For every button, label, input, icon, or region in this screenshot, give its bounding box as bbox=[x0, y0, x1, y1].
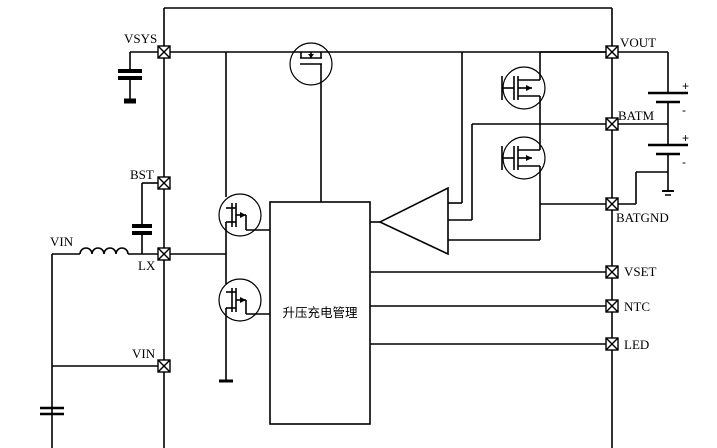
label-vin-left: VIN bbox=[50, 234, 74, 249]
pin-led bbox=[605, 337, 619, 351]
vsys-rail bbox=[164, 51, 612, 203]
battery-bottom-minus: - bbox=[682, 155, 686, 169]
pin-vout bbox=[605, 45, 619, 59]
label-batm: BATM bbox=[618, 108, 655, 123]
boost-low-mosfet bbox=[218, 278, 270, 383]
block-label: 升压充电管理 bbox=[282, 305, 358, 320]
top-mosfet bbox=[289, 42, 333, 202]
boost-high-mosfet bbox=[218, 193, 270, 284]
battery-top-plus: + bbox=[682, 79, 689, 93]
pin-ntc bbox=[605, 299, 619, 313]
battery-stack: + - + - bbox=[618, 51, 689, 205]
block-signal-lines bbox=[370, 271, 606, 345]
pin-bst bbox=[157, 176, 171, 190]
label-vset: VSET bbox=[624, 264, 657, 279]
battery-bottom-plus: + bbox=[682, 131, 689, 145]
charge-management-block: 升压充电管理 bbox=[269, 201, 371, 425]
label-vsys: VSYS bbox=[124, 31, 157, 46]
pin-batm bbox=[605, 117, 619, 131]
vsys-capacitor bbox=[118, 51, 158, 104]
label-led: LED bbox=[624, 337, 649, 352]
pin-vin bbox=[157, 359, 171, 373]
vout-mosfet bbox=[501, 66, 546, 124]
pin-vsys bbox=[157, 45, 171, 59]
batm-net bbox=[471, 123, 606, 220]
pin-vset bbox=[605, 265, 619, 279]
label-batgnd: BATGND bbox=[616, 210, 669, 225]
sense-amplifier bbox=[370, 186, 540, 256]
pin-batgnd bbox=[605, 197, 619, 211]
label-lx: LX bbox=[138, 258, 156, 273]
pin-lx bbox=[157, 247, 171, 261]
label-vin-chip: VIN bbox=[132, 346, 156, 361]
label-ntc: NTC bbox=[624, 299, 650, 314]
battery-top-minus: - bbox=[682, 103, 686, 117]
chip-outline bbox=[163, 7, 613, 448]
input-network bbox=[40, 182, 158, 448]
label-vout: VOUT bbox=[620, 35, 656, 50]
label-bst: BST bbox=[130, 167, 154, 182]
batm-mosfet bbox=[501, 124, 606, 240]
